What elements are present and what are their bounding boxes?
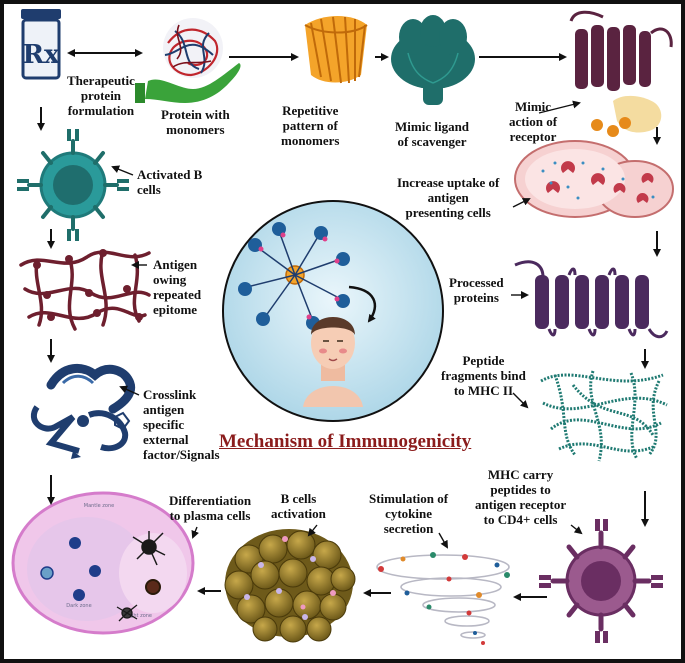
label-cytokine-secretion: Stimulation of cytokine secretion: [369, 491, 449, 536]
prescription-bottle-icon: Rx: [21, 9, 61, 80]
antigen-network-icon: [19, 249, 151, 331]
cytokine-tornado-icon: [376, 554, 510, 639]
macrophage-icon: [116, 604, 138, 622]
dark-zone-label: Dark zone: [66, 603, 91, 609]
crosslink-protein-icon: [30, 364, 135, 459]
dendritic-cell-icon: [132, 531, 166, 566]
label-peptide-fragments: Peptide fragments bind to MHC II: [441, 353, 526, 398]
rx-symbol: Rx: [22, 40, 60, 70]
plasma-cell-icon: Mantle zone Dark zone Light zone: [11, 491, 195, 635]
label-mimic-ligand: Mimic ligand of scavenger: [395, 119, 470, 149]
label-increase-uptake: Increase uptake of antigen presenting ce…: [397, 175, 500, 220]
antigen-presenting-cell-icon: [514, 140, 674, 218]
activated-b-cell-icon: [17, 129, 129, 241]
label-repetitive-pattern: Repetitive pattern of monomers: [281, 103, 340, 148]
mantle-zone-label: Mantle zone: [84, 503, 115, 509]
label-protein-with-monomers: Protein with monomers: [161, 107, 230, 137]
label-processed-proteins: Processed proteins: [449, 275, 504, 305]
hand-icon: [135, 63, 241, 103]
processed-protein-icon: [514, 260, 669, 339]
antibody-cluster-icon: [246, 230, 342, 322]
label-b-cells-activation: B cells activation: [271, 491, 326, 521]
label-crosslink-antigen: Crosslink antigen specific external fact…: [143, 387, 220, 462]
label-therapeutic-protein-formulation: Therapeutic protein formulation: [67, 73, 135, 118]
cytokine-dots: [378, 552, 510, 645]
label-activated-b-cells: Activated B cells: [137, 167, 203, 197]
receptor-icon: [569, 10, 673, 137]
central-illustration: [222, 200, 444, 422]
scavenger-ligand-icon: [391, 15, 475, 105]
label-differentiation: Differentiation to plasma cells: [169, 493, 252, 523]
flow-arrows: [37, 49, 661, 601]
mhc-peptide-mesh-icon: [540, 370, 668, 462]
b-cell-cluster-icon: [224, 529, 356, 643]
diagram-graphics: Rx: [11, 9, 674, 645]
label-pointers: [111, 100, 583, 549]
antibody-heads: [238, 222, 350, 330]
light-zone-label: Light zone: [126, 613, 152, 619]
protein-ball-icon: [163, 18, 223, 78]
beta-barrel-icon: [304, 16, 368, 84]
diagram-title: Mechanism of Immunogenicity: [219, 431, 472, 452]
patient-face-icon: [303, 317, 363, 407]
label-mimic-receptor: Mimic action of receptor: [509, 99, 558, 144]
cd4-cell-icon: [539, 519, 663, 643]
label-antigen-epitome: Antigen owing repeated epitome: [153, 257, 202, 317]
label-mhc-carry: MHC carry peptides to antigen receptor t…: [475, 467, 567, 527]
